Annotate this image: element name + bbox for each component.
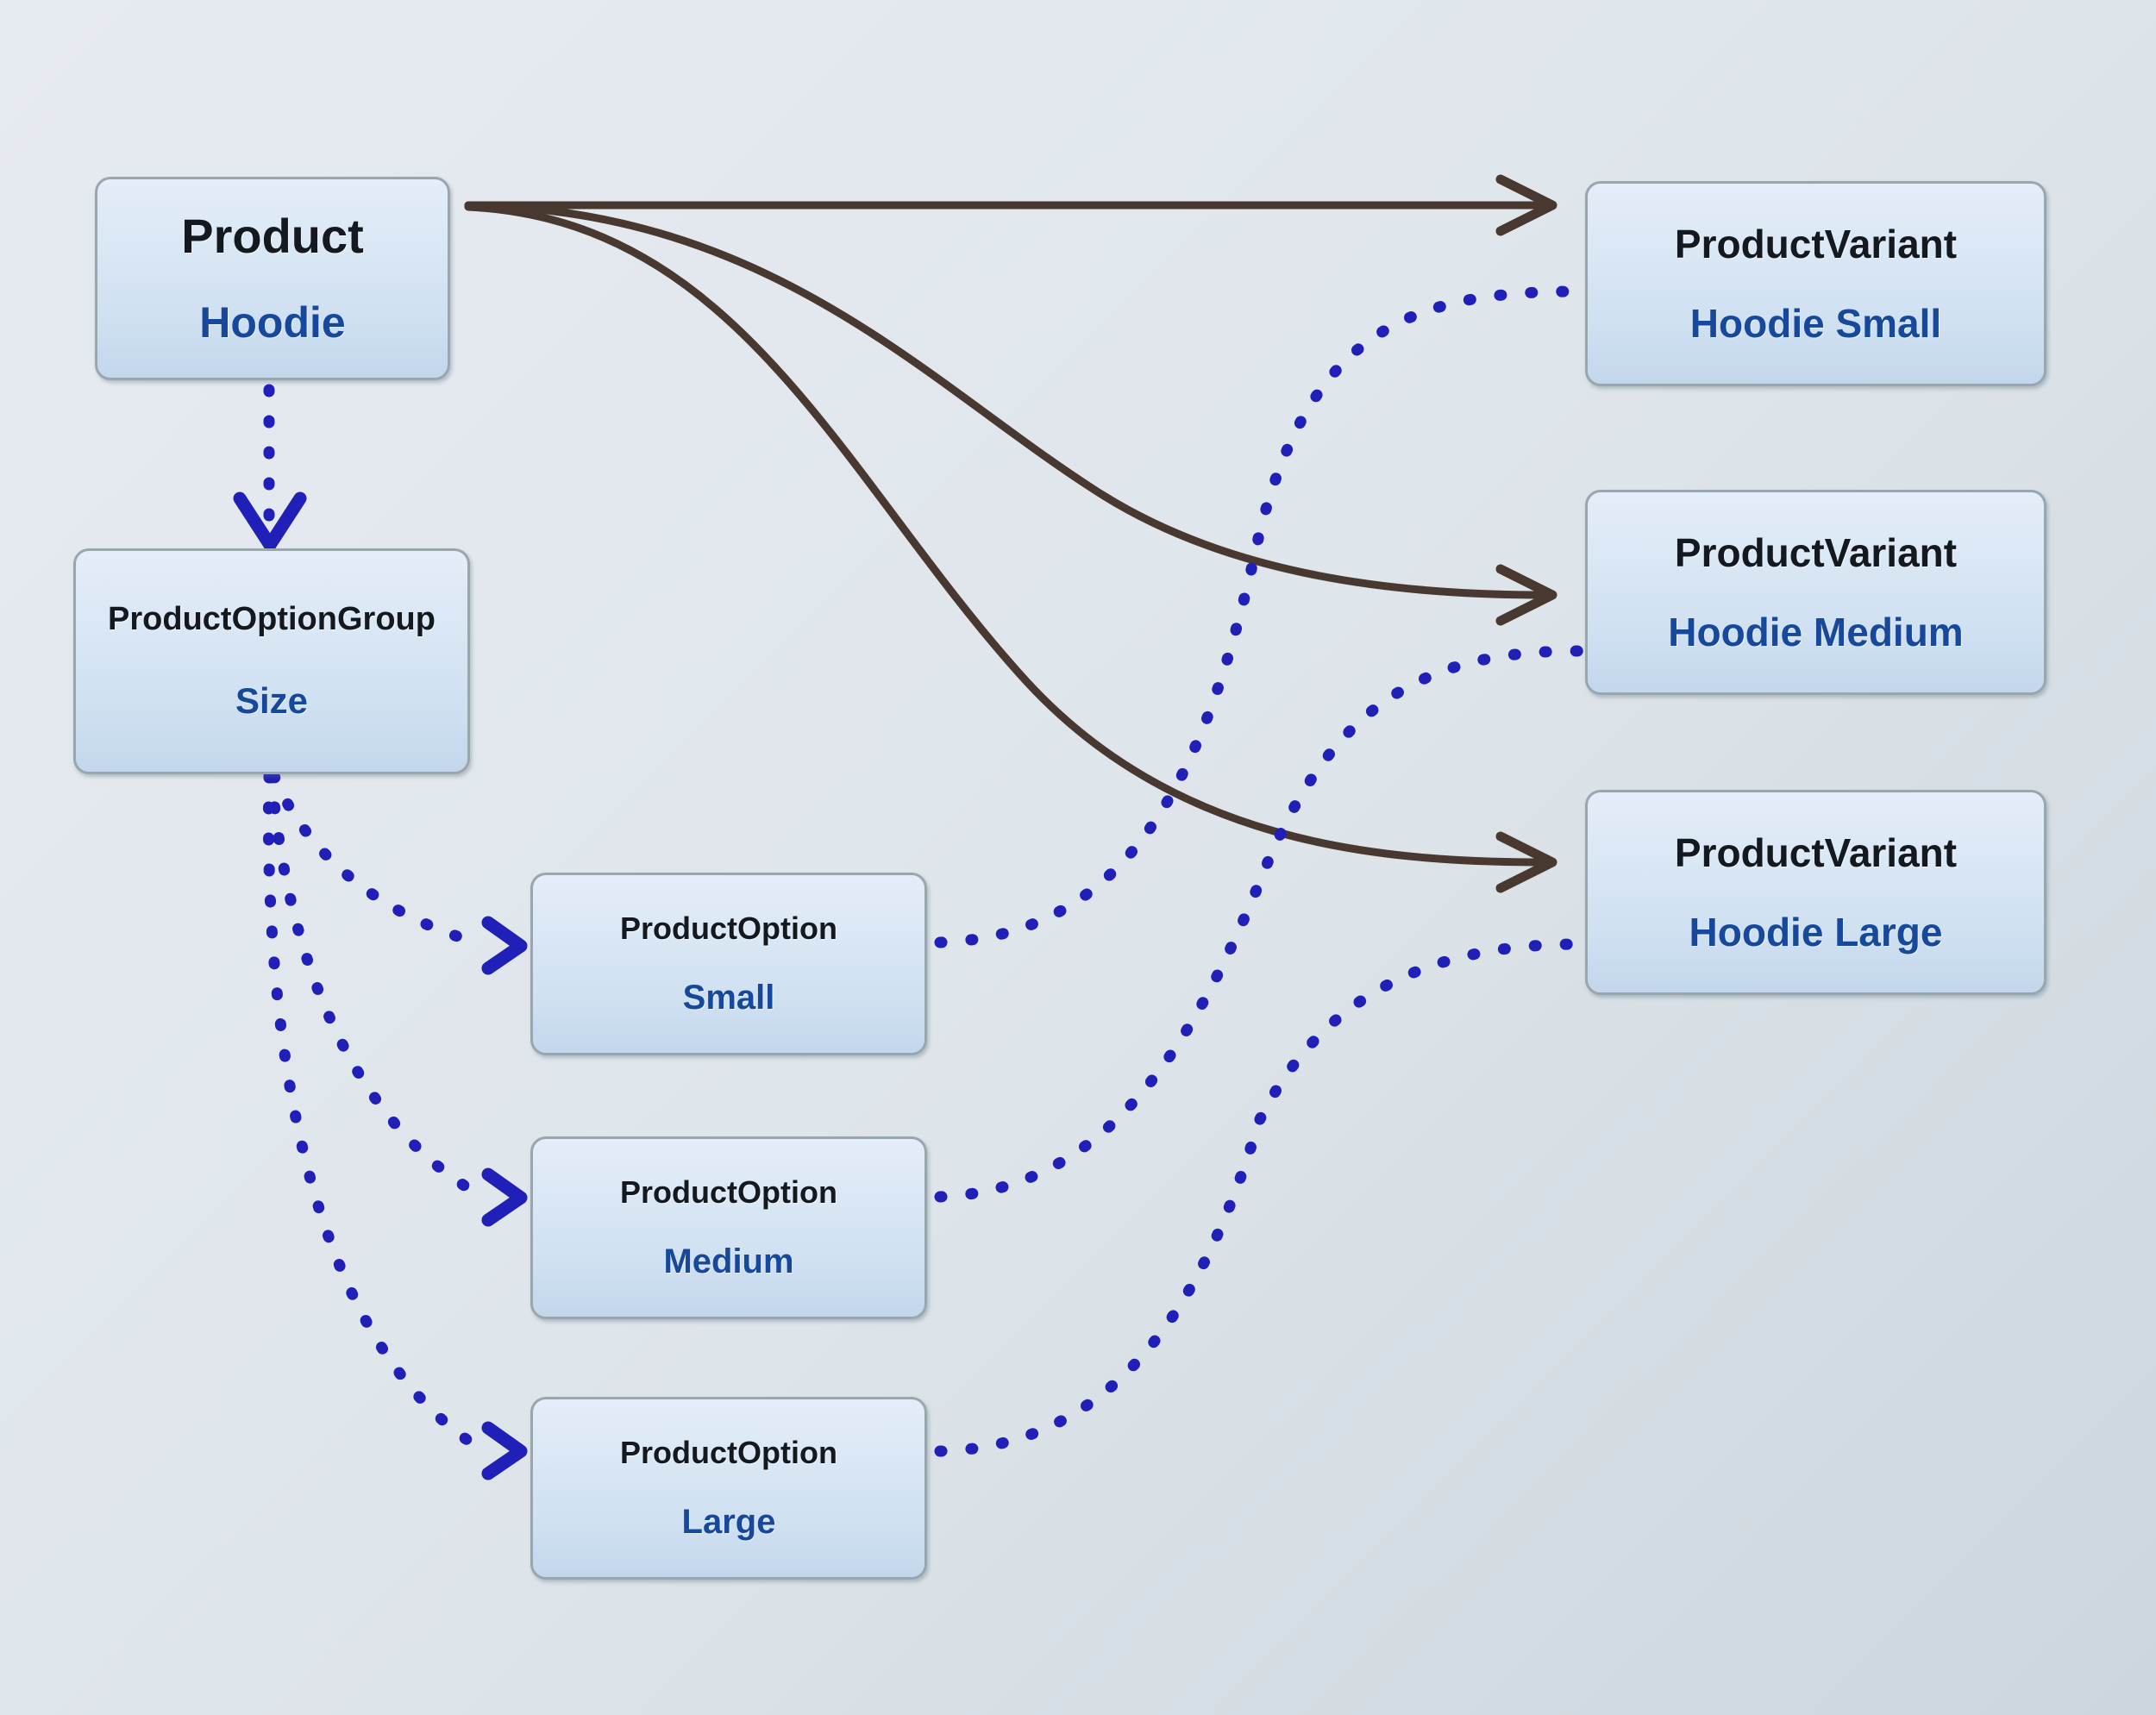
node-product-option-small-value: Small — [682, 978, 775, 1017]
node-product-option-group-type: ProductOptionGroup — [108, 601, 436, 637]
arrowhead-option-small — [481, 916, 528, 975]
node-product-option-medium[interactable]: ProductOption Medium — [530, 1136, 927, 1319]
arrowhead-variant-small — [1495, 174, 1557, 236]
node-product-variant-hoodie-large-type: ProductVariant — [1674, 829, 1958, 875]
node-product-variant-hoodie-medium-type: ProductVariant — [1674, 529, 1958, 575]
node-product-variant-hoodie-small-value: Hoodie Small — [1689, 301, 1942, 346]
node-product-option-large-type: ProductOption — [620, 1435, 837, 1471]
node-product-option-small[interactable]: ProductOption Small — [530, 873, 927, 1055]
arrowhead-option-medium — [481, 1167, 528, 1227]
edge-optiongroup-to-option-large — [262, 770, 489, 1456]
edge-product-to-variant-large — [464, 203, 1548, 867]
edge-options-to-variants — [934, 285, 1584, 1457]
node-product-variant-hoodie-small[interactable]: ProductVariant Hoodie Small — [1585, 181, 2046, 386]
arrowhead-optiongroup — [233, 491, 307, 552]
arrowhead-variant-medium — [1495, 564, 1557, 626]
node-product-variant-hoodie-large-value: Hoodie Large — [1689, 910, 1943, 955]
arrowhead-variant-large — [1495, 831, 1557, 893]
node-product-variant-hoodie-medium[interactable]: ProductVariant Hoodie Medium — [1585, 490, 2046, 695]
node-product-variant-hoodie-large[interactable]: ProductVariant Hoodie Large — [1585, 790, 2046, 995]
edge-option-small-to-variant-small — [934, 285, 1584, 948]
node-product-option-group-value: Size — [235, 679, 309, 721]
edge-option-medium-to-variant-medium — [934, 645, 1584, 1203]
node-product-option-medium-value: Medium — [663, 1242, 794, 1280]
edge-optiongroup-to-option-small — [268, 770, 489, 950]
node-product-variant-hoodie-small-type: ProductVariant — [1674, 221, 1958, 266]
optiongroup-arrowheads — [481, 916, 528, 1480]
node-product-option-large[interactable]: ProductOption Large — [530, 1397, 927, 1580]
node-product-value: Hoodie — [199, 298, 346, 347]
solid-arrowheads — [1495, 174, 1557, 893]
edge-optiongroup-to-options — [262, 770, 489, 1456]
node-product-option-large-value: Large — [681, 1502, 776, 1541]
edge-product-to-variants — [464, 201, 1548, 867]
node-product-option-group[interactable]: ProductOptionGroup Size — [73, 548, 470, 774]
node-product-option-small-type: ProductOption — [620, 911, 837, 947]
node-product-option-medium-type: ProductOption — [620, 1174, 837, 1211]
arrowhead-option-large — [481, 1421, 528, 1480]
node-product-type: Product — [181, 209, 364, 264]
node-product[interactable]: Product Hoodie — [95, 177, 450, 380]
edge-option-large-to-variant-large — [934, 938, 1584, 1457]
edge-product-to-variant-medium — [464, 201, 1548, 599]
edge-optiongroup-to-option-medium — [266, 770, 489, 1203]
node-product-variant-hoodie-medium-value: Hoodie Medium — [1668, 610, 1964, 654]
